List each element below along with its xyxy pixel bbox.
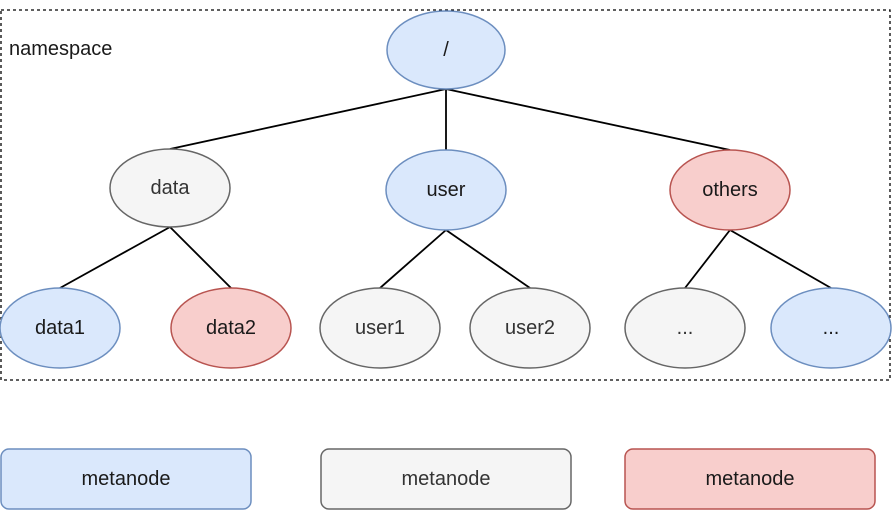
node-data2: data2 — [170, 287, 292, 369]
node-others-child-2-label: ... — [823, 317, 840, 339]
node-user: user — [385, 149, 507, 231]
node-user-label: user — [427, 179, 466, 201]
node-user1: user1 — [319, 287, 441, 369]
legend-item-blue: metanode — [0, 448, 252, 510]
namespace-boundary — [0, 9, 891, 381]
node-root: / — [386, 10, 506, 90]
edge-data-to-data2 — [169, 226, 232, 289]
node-data-label: data — [151, 177, 191, 199]
node-root-label: / — [443, 39, 449, 61]
edge-root-to-data — [169, 88, 447, 150]
node-others-label: others — [702, 179, 758, 201]
node-data1: data1 — [0, 287, 121, 369]
node-others: others — [669, 149, 791, 231]
edge-root-to-others — [445, 88, 731, 151]
legend-item-gray: metanode — [320, 448, 572, 510]
node-data2-label: data2 — [206, 317, 256, 339]
legend-item-gray-label: metanode — [402, 468, 491, 490]
node-data: data — [109, 148, 231, 228]
node-user1-label: user1 — [355, 317, 405, 339]
edge-others-to-others-child-1 — [684, 229, 731, 289]
legend: metanode metanode metanode — [0, 448, 876, 510]
edges-layer — [59, 88, 832, 289]
legend-item-red: metanode — [624, 448, 876, 510]
node-others-child-2: ... — [770, 287, 892, 369]
node-others-child-1-label: ... — [677, 317, 694, 339]
edge-user-to-user2 — [445, 229, 531, 289]
node-others-child-1: ... — [624, 287, 746, 369]
node-data1-label: data1 — [35, 317, 85, 339]
legend-item-blue-label: metanode — [82, 468, 171, 490]
nodes-layer: / data user others data1 data2 user1 us — [0, 10, 892, 369]
edge-others-to-others-child-2 — [729, 229, 832, 289]
node-user2-label: user2 — [505, 317, 555, 339]
namespace-label: namespace — [9, 38, 112, 60]
node-user2: user2 — [469, 287, 591, 369]
edge-user-to-user1 — [379, 229, 447, 289]
edge-data-to-data1 — [59, 226, 171, 289]
legend-item-red-label: metanode — [706, 468, 795, 490]
